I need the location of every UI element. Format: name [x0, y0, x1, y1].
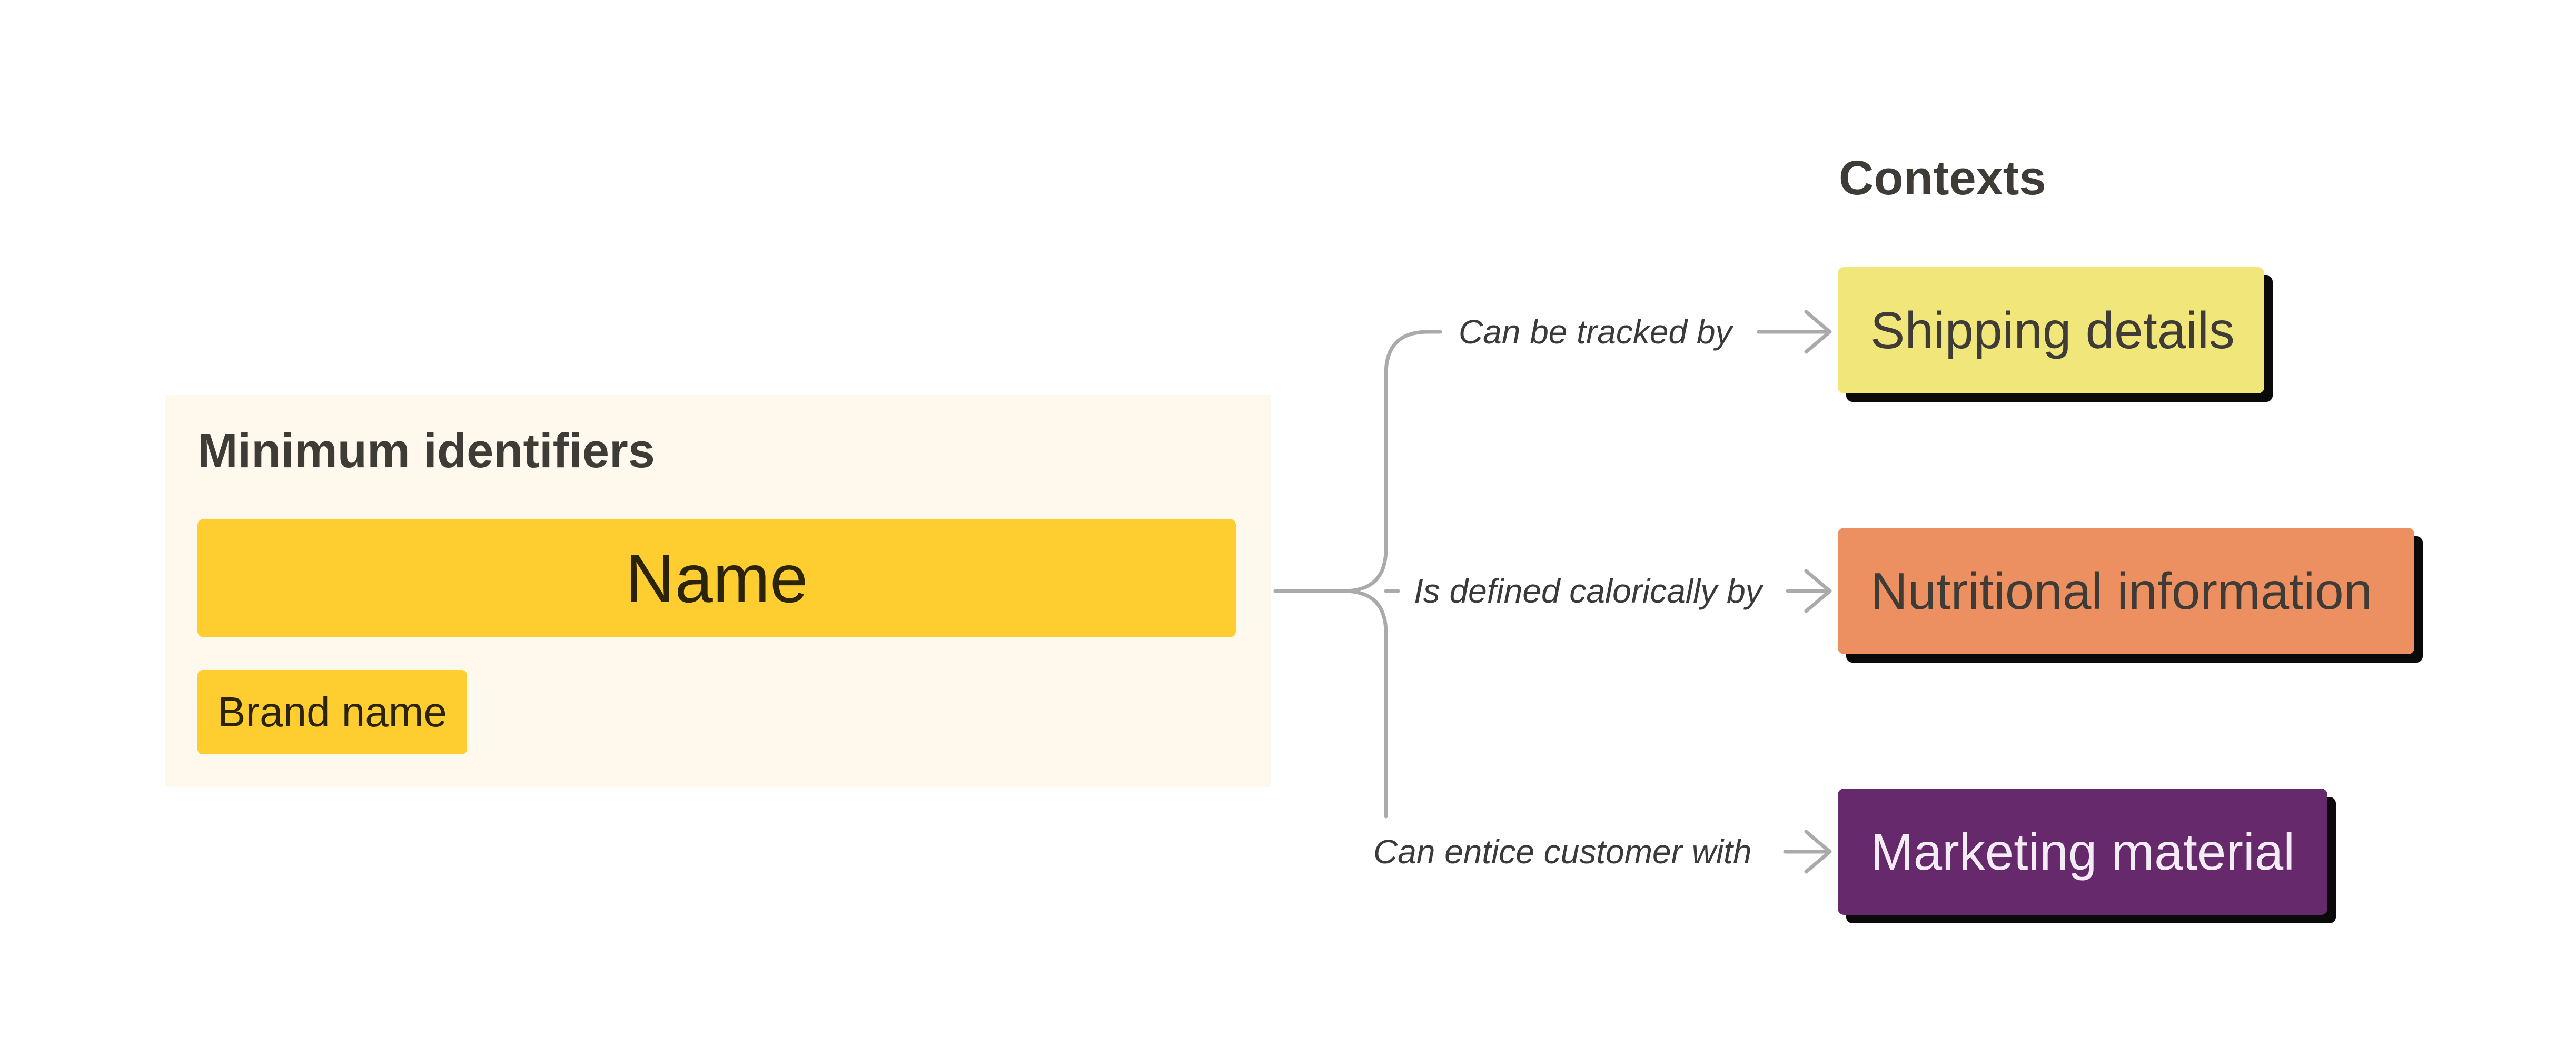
relation-label-shipping: Can be tracked by	[1459, 313, 1732, 351]
arrow-marketing	[1783, 830, 1832, 874]
minimum-identifiers-title: Minimum identifiers	[197, 424, 655, 478]
minimum-identifiers-panel: Minimum identifiers Name Brand name	[165, 395, 1271, 787]
contexts-title: Contexts	[1839, 151, 2046, 205]
relation-label-nutrition: Is defined calorically by	[1414, 572, 1762, 610]
context-shipping-details: Shipping details	[1838, 267, 2264, 393]
context-nutritional-information: Nutritional information	[1838, 528, 2414, 654]
brand-name-identifier-chip: Brand name	[197, 670, 467, 754]
context-marketing-material: Marketing material	[1838, 789, 2327, 915]
arrow-nutrition	[1786, 569, 1832, 613]
connector-brace-lower	[1342, 589, 1388, 819]
arrow-shipping	[1757, 310, 1832, 354]
name-identifier-chip: Name	[197, 519, 1236, 637]
connector-stem	[1273, 330, 1442, 593]
relation-label-marketing: Can entice customer with	[1373, 833, 1752, 871]
